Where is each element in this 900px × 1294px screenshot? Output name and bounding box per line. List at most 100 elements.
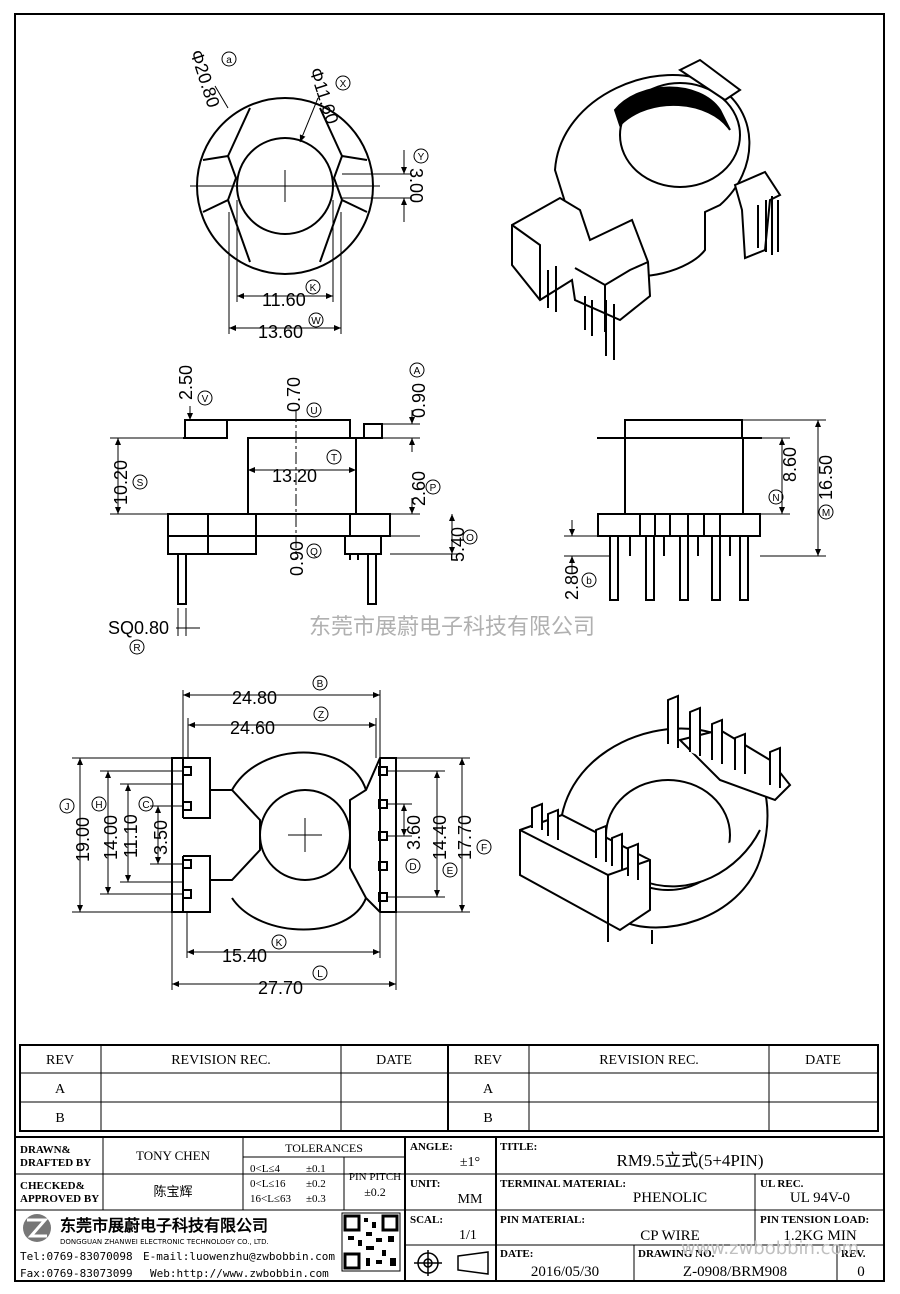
approved-by: 陈宝辉 bbox=[153, 1184, 192, 1199]
bottom-view bbox=[72, 690, 470, 990]
svg-text:±1°: ±1° bbox=[460, 1155, 480, 1170]
svg-text:a: a bbox=[226, 55, 232, 66]
svg-text:11.10: 11.10 bbox=[121, 814, 141, 858]
svg-text:Q: Q bbox=[310, 547, 318, 558]
right-notch-line bbox=[319, 107, 343, 157]
right-slot bbox=[332, 154, 368, 213]
isometric-view-top bbox=[511, 58, 782, 360]
svg-text:REV.: REV. bbox=[841, 1248, 866, 1260]
svg-text:APPROVED BY: APPROVED BY bbox=[20, 1193, 99, 1205]
svg-text:B: B bbox=[55, 1111, 64, 1126]
svg-text:0<L≤4: 0<L≤4 bbox=[250, 1163, 280, 1175]
svg-text:PIN MATERIAL:: PIN MATERIAL: bbox=[500, 1214, 585, 1226]
svg-text:19.00: 19.00 bbox=[73, 817, 93, 862]
svg-text:MM: MM bbox=[458, 1192, 483, 1207]
svg-text:10.20: 10.20 bbox=[111, 460, 131, 505]
drawing-number: Z-0908/BRM908 bbox=[683, 1264, 787, 1280]
svg-text:2016/05/30: 2016/05/30 bbox=[531, 1264, 599, 1280]
svg-text:±0.2: ±0.2 bbox=[306, 1178, 326, 1190]
svg-text:16.50: 16.50 bbox=[816, 455, 836, 500]
svg-text:2.60: 2.60 bbox=[409, 471, 429, 506]
company-block: 东莞市展蔚电子科技有限公司 DONGGUAN ZHANWEI ELECTRONI… bbox=[20, 1214, 335, 1280]
svg-text:C: C bbox=[142, 800, 149, 811]
dim-k: 11.60 bbox=[262, 290, 306, 310]
svg-text:A: A bbox=[414, 366, 421, 377]
svg-text:PHENOLIC: PHENOLIC bbox=[633, 1190, 707, 1206]
drawing-title: RM9.5立式(5+4PIN) bbox=[616, 1151, 763, 1170]
svg-text:REV: REV bbox=[46, 1053, 74, 1068]
top-view bbox=[190, 85, 412, 334]
dim-a: Φ20.80 bbox=[186, 47, 223, 110]
svg-text:DRAWING NO.: DRAWING NO. bbox=[638, 1248, 715, 1260]
company-logo-icon bbox=[23, 1214, 51, 1242]
isometric-view-bottom bbox=[519, 694, 792, 944]
title-block-grid bbox=[14, 1136, 885, 1282]
svg-text:J: J bbox=[65, 802, 70, 813]
svg-text:2.80: 2.80 bbox=[562, 565, 582, 600]
svg-text:B: B bbox=[483, 1111, 492, 1126]
svg-text:东莞市展蔚电子科技有限公司: 东莞市展蔚电子科技有限公司 bbox=[60, 1216, 268, 1235]
svg-text:T: T bbox=[331, 453, 337, 464]
svg-text:DATE:: DATE: bbox=[500, 1248, 533, 1260]
svg-text:V: V bbox=[202, 394, 209, 405]
bottom-view-labels: 24.80 24.60 19.00 14.00 11.10 3.50 3.60 … bbox=[59, 675, 492, 998]
svg-text:M: M bbox=[822, 508, 830, 519]
svg-text:TERMINAL MATERIAL:: TERMINAL MATERIAL: bbox=[500, 1178, 626, 1190]
svg-text:H: H bbox=[95, 800, 102, 811]
svg-text:S: S bbox=[137, 478, 144, 489]
svg-text:0<L≤16: 0<L≤16 bbox=[250, 1178, 286, 1190]
svg-text:Web:http://www.zwbobbin.com: Web:http://www.zwbobbin.com bbox=[150, 1267, 329, 1280]
dim-w: 13.60 bbox=[258, 322, 303, 342]
svg-text:P: P bbox=[430, 483, 437, 494]
svg-text:1.2KG MIN: 1.2KG MIN bbox=[783, 1228, 856, 1244]
svg-text:±0.3: ±0.3 bbox=[306, 1193, 326, 1205]
svg-text:E-mail:luowenzhu@zwbobbin.com: E-mail:luowenzhu@zwbobbin.com bbox=[143, 1250, 335, 1263]
svg-text:±0.2: ±0.2 bbox=[364, 1185, 386, 1199]
svg-text:SQ0.80: SQ0.80 bbox=[108, 618, 169, 638]
revision-table bbox=[19, 1044, 879, 1132]
svg-text:REVISION REC.: REVISION REC. bbox=[171, 1053, 271, 1068]
svg-text:UNIT:: UNIT: bbox=[410, 1178, 440, 1190]
svg-text:REVISION REC.: REVISION REC. bbox=[599, 1053, 699, 1068]
svg-text:15.40: 15.40 bbox=[222, 946, 267, 966]
svg-text:O: O bbox=[466, 533, 474, 544]
projection-symbol-icon bbox=[414, 1250, 489, 1276]
svg-text:24.60: 24.60 bbox=[230, 718, 275, 738]
svg-text:UL REC.: UL REC. bbox=[760, 1178, 804, 1190]
svg-text:UL 94V-0: UL 94V-0 bbox=[790, 1190, 850, 1206]
left-notch-line bbox=[227, 107, 251, 157]
svg-text:PIN TENSION LOAD:: PIN TENSION LOAD: bbox=[760, 1214, 869, 1226]
svg-text:0.90: 0.90 bbox=[287, 541, 307, 576]
svg-text:2.50: 2.50 bbox=[176, 365, 196, 400]
svg-text:CP WIRE: CP WIRE bbox=[640, 1228, 700, 1244]
top-view-labels: Φ20.80 Φ11.60 3.00 11.60 13.60 a X Y K W bbox=[186, 47, 429, 342]
watermark-url: www.zwbobbin.com bbox=[681, 1238, 859, 1259]
svg-text:DATE: DATE bbox=[805, 1053, 841, 1068]
svg-text:F: F bbox=[481, 843, 487, 854]
svg-text:DONGGUAN ZHANWEI ELECTRONIC TE: DONGGUAN ZHANWEI ELECTRONIC TECHNOLOGY C… bbox=[60, 1238, 269, 1246]
svg-text:Tel:0769-83070098: Tel:0769-83070098 bbox=[20, 1250, 133, 1263]
qr-code-icon bbox=[341, 1212, 401, 1272]
svg-text:24.80: 24.80 bbox=[232, 688, 277, 708]
svg-text:Z: Z bbox=[318, 710, 324, 721]
svg-text:ANGLE:: ANGLE: bbox=[410, 1141, 453, 1153]
svg-text:CHECKED&: CHECKED& bbox=[20, 1180, 85, 1192]
svg-text:U: U bbox=[310, 406, 317, 417]
svg-text:REV: REV bbox=[474, 1053, 502, 1068]
svg-text:SCAL:: SCAL: bbox=[410, 1214, 443, 1226]
svg-text:0.70: 0.70 bbox=[284, 377, 304, 412]
svg-text:0: 0 bbox=[857, 1264, 865, 1280]
drawn-by: TONY CHEN bbox=[136, 1148, 211, 1163]
svg-text:R: R bbox=[133, 643, 140, 654]
dim-y: 3.00 bbox=[406, 168, 426, 203]
svg-text:TOLERANCES: TOLERANCES bbox=[285, 1141, 363, 1155]
svg-text:14.40: 14.40 bbox=[430, 815, 450, 860]
svg-text:±0.1: ±0.1 bbox=[306, 1163, 326, 1175]
svg-text:DRAWN&: DRAWN& bbox=[20, 1144, 71, 1156]
svg-text:DATE: DATE bbox=[376, 1053, 412, 1068]
svg-text:L: L bbox=[317, 969, 323, 980]
svg-text:Fax:0769-83073099: Fax:0769-83073099 bbox=[20, 1267, 133, 1280]
front-view-labels: 2.50 0.70 0.90 10.20 13.20 2.60 0.90 5.4… bbox=[108, 362, 478, 655]
svg-text:16<L≤63: 16<L≤63 bbox=[250, 1193, 291, 1205]
